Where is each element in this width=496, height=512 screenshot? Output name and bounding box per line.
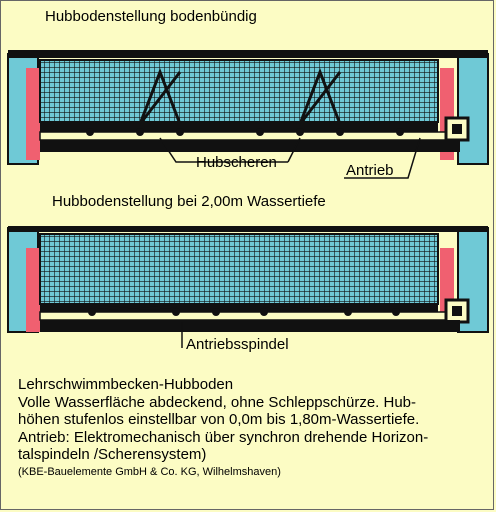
spindle-nuts	[86, 128, 404, 136]
pool-wall-right	[457, 53, 489, 165]
lift-floor	[39, 59, 439, 123]
caption-line: talspindeln /Scherensystem)	[18, 446, 207, 463]
label-drive: Antrieb	[346, 162, 394, 179]
spindle-nuts	[88, 308, 400, 316]
pool-edge	[8, 226, 488, 232]
lift-floor	[39, 233, 439, 305]
caption-line: höhen stufenlos einstellbar von 0,0m bis…	[18, 411, 420, 428]
lowered-floor-plate	[40, 304, 438, 312]
wall-section-left	[26, 248, 40, 332]
scissor-lifts	[138, 67, 342, 125]
pool-edge	[8, 50, 488, 58]
pool-floor	[40, 140, 460, 152]
diagram1-title: Hubbodenstellung bodenbündig	[45, 8, 257, 25]
caption-line: Antrieb: Elektromechanisch über synchron…	[18, 428, 429, 446]
caption-line: Volle Wasserfläche abdeckend, ohne Schle…	[18, 393, 417, 411]
caption-title: Lehrschwimmbecken-Hubboden	[18, 376, 234, 393]
diagram1-floor-flush: Hubscheren Antrieb	[7, 50, 489, 179]
label-spindle: Antriebsspindel	[186, 336, 289, 353]
pool-floor	[40, 320, 460, 332]
diagram2-title: Hubbodenstellung bei 2,00m Wassertiefe	[52, 193, 326, 210]
pit-floor	[40, 122, 438, 132]
label-scissors: Hubscheren	[196, 154, 277, 171]
wall-section-left	[26, 68, 40, 160]
diagram2-lowered-floor: Antriebsspindel	[7, 226, 489, 353]
caption-credit: (KBE-Bauelemente GmbH & Co. KG, Wilhelms…	[18, 465, 281, 478]
caption: Lehrschwimmbecken-Hubboden Volle Wasserf…	[18, 376, 488, 480]
